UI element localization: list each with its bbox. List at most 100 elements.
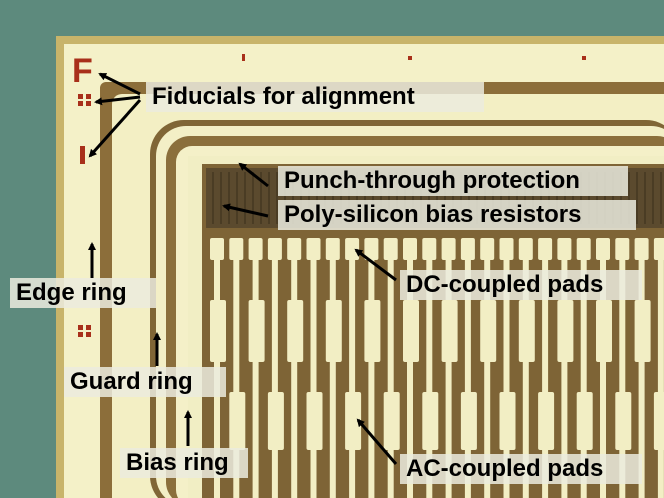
strip-line	[271, 260, 278, 498]
dc-pad	[287, 238, 302, 260]
fiducial-letter: F	[72, 52, 93, 90]
poly-resistor	[340, 172, 342, 224]
strip-line	[233, 260, 240, 498]
poly-resistor	[380, 172, 382, 224]
poly-resistor	[436, 172, 438, 224]
ac-pad	[306, 392, 323, 450]
strip-line	[657, 260, 664, 498]
ac-pad	[576, 392, 593, 450]
strip-line	[310, 260, 317, 498]
poly-resistor	[540, 172, 542, 224]
poly-resistor	[476, 172, 478, 224]
fiducials-label: Fiducials for alignment	[146, 82, 484, 112]
dc-pad	[325, 238, 340, 260]
dc-pad	[422, 238, 437, 260]
ac-pad	[441, 300, 458, 362]
strip-pattern	[210, 172, 664, 498]
ac-pad	[499, 392, 516, 450]
dc-pad	[306, 238, 321, 260]
strip-line	[387, 260, 394, 498]
dc-pad	[460, 238, 475, 260]
poly-resistor	[644, 172, 646, 224]
dc-pad	[480, 238, 495, 260]
poly-resistor	[364, 172, 366, 224]
strip-line	[426, 260, 433, 498]
ac-pad	[634, 300, 651, 362]
poly-resistor	[484, 172, 486, 224]
poly-resistor	[300, 172, 302, 224]
poly-resistor	[284, 172, 286, 224]
poly-resistor	[556, 172, 558, 224]
poly-resistor	[252, 172, 254, 224]
ac-pad	[229, 392, 246, 450]
bias-ring-label: Bias ring	[120, 448, 248, 478]
dc-pad	[403, 238, 417, 260]
poly-resistor	[356, 172, 358, 224]
poly-resistor	[260, 172, 262, 224]
poly-resistor	[396, 172, 398, 224]
strip-line	[561, 260, 568, 498]
poly-resistor	[308, 172, 310, 224]
poly-resistor	[548, 172, 550, 224]
edge-ring-label: Edge ring	[10, 278, 156, 308]
poly-resistor	[588, 172, 590, 224]
dc-pads-label: DC-coupled pads	[400, 270, 642, 300]
poly-resistor	[524, 172, 526, 224]
poly-resistor	[228, 172, 230, 224]
poly-resistor	[404, 172, 406, 224]
poly-resistor	[660, 172, 662, 224]
ac-pad	[538, 392, 555, 450]
fiducial-dot	[78, 325, 83, 330]
poly-resistor	[612, 172, 614, 224]
dc-pad	[653, 238, 664, 260]
strip-line	[368, 260, 375, 498]
poly-resistor	[372, 172, 374, 224]
dc-pad	[499, 238, 514, 260]
fiducial-tick	[582, 56, 586, 60]
ac-pad	[248, 300, 265, 362]
fiducial-dot	[86, 101, 91, 106]
dc-pad	[248, 238, 263, 260]
poly-resistor	[444, 172, 446, 224]
dc-pad	[210, 238, 224, 260]
bias-ring-inner	[188, 156, 202, 498]
fiducial-bar	[80, 146, 85, 164]
dc-pad	[229, 238, 244, 260]
poly-resistor	[620, 172, 622, 224]
poly-resistor	[596, 172, 598, 224]
ac-pad	[210, 300, 226, 362]
strip-line	[349, 260, 356, 498]
poly-resistor	[276, 172, 278, 224]
ac-pad	[480, 300, 497, 362]
ac-pad	[518, 300, 535, 362]
poly-resistor	[316, 172, 318, 224]
poly-resistor	[332, 172, 334, 224]
ac-pad	[325, 300, 342, 362]
poly-silicon-label: Poly-silicon bias resistors	[278, 200, 636, 230]
strip-line	[619, 260, 626, 498]
fiducial-dot	[78, 94, 83, 99]
poly-resistor	[244, 172, 246, 224]
ac-pad	[422, 392, 439, 450]
strip-line	[522, 260, 529, 498]
poly-resistor	[468, 172, 470, 224]
ac-pad	[596, 300, 612, 362]
strip-line	[445, 260, 452, 498]
poly-resistor	[420, 172, 422, 224]
dc-pad	[383, 238, 398, 260]
ac-pad	[345, 392, 362, 450]
fiducial-tick	[408, 56, 412, 60]
poly-resistor	[580, 172, 582, 224]
dc-pad	[441, 238, 456, 260]
strip-line	[542, 260, 549, 498]
ac-pad	[615, 392, 632, 450]
ac-pad	[557, 300, 574, 362]
poly-resistor	[572, 172, 574, 224]
poly-resistor	[412, 172, 414, 224]
ac-pad	[460, 392, 477, 450]
poly-resistor	[324, 172, 326, 224]
strip-line	[407, 260, 413, 498]
fiducial-dot	[78, 101, 83, 106]
dc-pad	[538, 238, 553, 260]
